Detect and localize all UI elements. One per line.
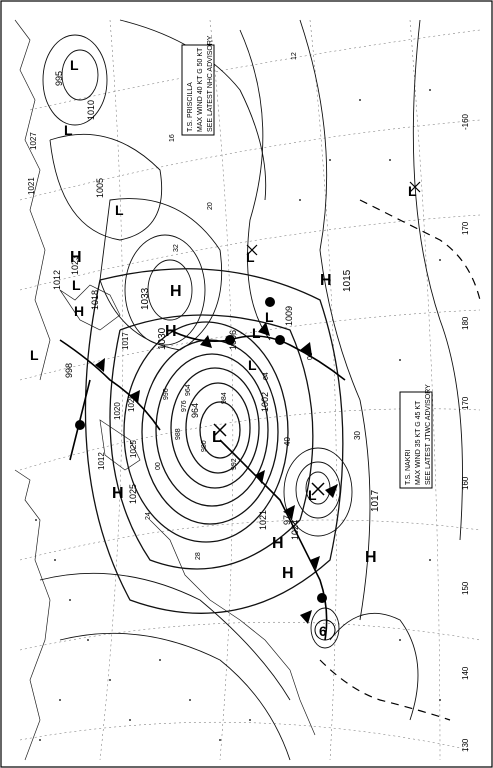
svg-text:T.S. NAKRI: T.S. NAKRI	[405, 450, 412, 485]
svg-text:1027: 1027	[29, 132, 38, 150]
svg-text:1021: 1021	[27, 177, 36, 195]
svg-text:6: 6	[319, 623, 327, 639]
low-symbol-998: L	[30, 347, 39, 363]
high-pressure-1025: 1025	[128, 484, 138, 504]
svg-text:980: 980	[201, 440, 208, 452]
svg-text:170: 170	[461, 221, 470, 235]
svg-text:150: 150	[461, 581, 470, 595]
low-symbol-964: L	[212, 429, 222, 446]
high-symbol-1033: H	[170, 283, 182, 300]
svg-text:40: 40	[283, 437, 292, 446]
low-pressure-995: 995	[54, 71, 64, 86]
fronts	[59, 199, 481, 721]
low-symbol-1006: L	[252, 325, 261, 341]
svg-text:30: 30	[353, 431, 362, 440]
svg-text:MAX WIND 35 KT G 45 KT: MAX WIND 35 KT G 45 KT	[415, 400, 422, 485]
low-pressure-1009: 1009	[284, 306, 294, 326]
low-pressure-998: 998	[64, 363, 74, 378]
svg-text:170: 170	[461, 396, 470, 410]
high-symbol-1021: H	[282, 565, 294, 582]
svg-text:20: 20	[207, 202, 214, 210]
low-symbol-1012: L	[72, 277, 81, 293]
svg-text:1020: 1020	[113, 402, 122, 420]
svg-text:1017: 1017	[121, 332, 130, 350]
low-symbol-1010: L	[64, 122, 73, 138]
svg-text:32: 32	[173, 244, 180, 252]
isobars	[39, 19, 463, 761]
low-symbol-974: L	[308, 487, 317, 503]
tropical-storm-symbol: 6	[314, 619, 336, 641]
svg-text:00: 00	[155, 462, 162, 470]
svg-text:28: 28	[195, 552, 202, 560]
svg-text:130: 130	[461, 738, 470, 752]
high-symbol-1017: H	[365, 549, 377, 566]
svg-text:04: 04	[263, 372, 270, 380]
high-pressure-1017: 1017	[370, 489, 381, 512]
low-pressure-1010: 1010	[86, 100, 96, 120]
storm-centers	[213, 181, 421, 496]
svg-text:SEE LATEST JTWC ADVISORY: SEE LATEST JTWC ADVISORY	[425, 384, 432, 485]
svg-text:-160: -160	[461, 113, 470, 130]
high-pressure-1018: 1018	[90, 290, 100, 310]
low-pressure-974: 974	[282, 510, 292, 525]
high-pressure-1023: 1023	[70, 255, 80, 275]
svg-text:SEE LATEST NHC ADVISORY: SEE LATEST NHC ADVISORY	[207, 35, 214, 132]
high-symbol-1030: H	[165, 323, 177, 340]
high-symbol-1015: H	[320, 272, 332, 289]
high-pressure-1030: 1030	[157, 327, 168, 350]
svg-text:1012: 1012	[97, 452, 106, 470]
isobar-labels: 976 980 984 988 992 996 00 04 08 12 16 2…	[27, 52, 314, 560]
svg-text:984: 984	[221, 392, 228, 404]
low-symbol-east: L	[408, 183, 417, 199]
low-pressure-964: 964	[190, 403, 200, 418]
high-symbol-1018: H	[74, 303, 84, 319]
low-pressure-1012: 1012	[52, 270, 62, 290]
low-pressure-1006: 1006	[228, 330, 238, 350]
svg-text:1020: 1020	[127, 394, 136, 412]
low-pressure-1002: 1002	[260, 392, 270, 412]
svg-text:24: 24	[145, 512, 152, 520]
svg-text:160: 160	[461, 476, 470, 490]
svg-text:992: 992	[231, 458, 238, 470]
high-symbol-1025: H	[112, 485, 124, 502]
high-pressure-1015: 1015	[342, 269, 353, 292]
svg-text:1025: 1025	[129, 440, 138, 458]
high-pressure-1024: 1024	[290, 520, 300, 540]
svg-text:12: 12	[291, 52, 298, 60]
high-symbol-1023: H	[70, 249, 82, 266]
svg-text:976: 976	[181, 400, 188, 412]
svg-text:T.S. PRISCILLA: T.S. PRISCILLA	[187, 82, 194, 132]
high-symbol-1024: H	[272, 535, 284, 552]
low-symbol-central: L	[246, 249, 255, 265]
low-centers: L 964 L 974 L 995 L 998 L 1002 L 1005 L …	[30, 57, 417, 525]
svg-text:MAX WIND 40 KT G 50 KT: MAX WIND 40 KT G 50 KT	[197, 47, 204, 132]
high-pressure-1021: 1021	[258, 510, 268, 530]
advisory-nakri: T.S. NAKRI MAX WIND 35 KT G 45 KT SEE LA…	[399, 384, 433, 489]
low-symbol-1009: L	[265, 309, 274, 325]
low-symbol-1002: L	[248, 357, 257, 373]
svg-text:996: 996	[163, 388, 170, 400]
svg-text:08: 08	[307, 352, 314, 360]
low-symbol-995: L	[70, 57, 79, 73]
low-pressure-1005: 1005	[95, 178, 105, 198]
svg-text:988: 988	[175, 428, 182, 440]
svg-text:140: 140	[461, 666, 470, 680]
coastlines	[14, 19, 316, 761]
svg-text:180: 180	[461, 316, 470, 330]
svg-text:16: 16	[169, 134, 176, 142]
advisory-priscilla: T.S. PRISCILLA MAX WIND 40 KT G 50 KT SE…	[181, 35, 215, 136]
station-plots	[35, 89, 441, 741]
svg-text:964: 964	[185, 384, 192, 396]
low-symbol-1005: L	[115, 202, 124, 218]
high-pressure-1033: 1033	[140, 287, 151, 310]
high-centers: H 1033 H 1030 H 1015 H 1017 H 1024 H 102…	[70, 249, 381, 582]
